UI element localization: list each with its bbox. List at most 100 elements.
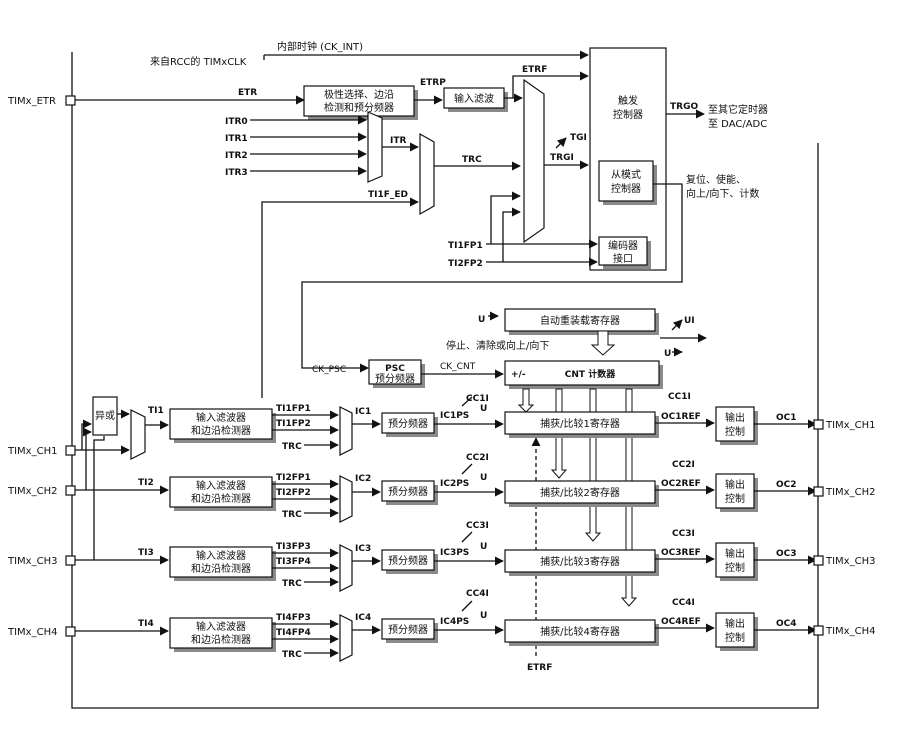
- auto-reload-register: [504, 308, 656, 332]
- ch4-out-label: TIMx_CH4: [825, 626, 875, 637]
- ch2-output-control: [715, 473, 755, 509]
- cc4i-out-label: CC4I: [672, 598, 695, 608]
- slave-line2: 控制器: [611, 182, 641, 195]
- ti1fp2-label: TI1FP2: [276, 419, 311, 429]
- channel-2: TIMx_CH2 TI2 输入滤波器 和边沿检测器 TI2FP1 TI2FP2 …: [7, 453, 875, 523]
- ch3-out-pin[interactable]: [813, 555, 824, 566]
- u4-label: U: [480, 611, 487, 621]
- stop-clear-label: 停止、清除或向上/向下: [446, 339, 549, 352]
- ti2-label: TI2: [138, 478, 154, 488]
- cc2i-label: CC2I: [466, 453, 489, 463]
- ic4ps-label: IC4PS: [440, 617, 469, 627]
- ch3-out-line1: 输出: [725, 547, 745, 560]
- ic4-label: IC4: [355, 613, 371, 623]
- encoder-line1: 编码器: [608, 239, 638, 252]
- ch4-in-pin[interactable]: [65, 626, 76, 637]
- ch2-out-line1: 输出: [725, 478, 745, 491]
- ch3-prescaler-label: 预分频器: [388, 554, 428, 567]
- psc-sub-label: 预分频器: [375, 372, 415, 385]
- ccr4-label: 捕获/比较4寄存器: [540, 625, 620, 638]
- tgi-label: TGI: [570, 133, 587, 143]
- cc1i-label: CC1I: [466, 394, 489, 404]
- ic3-label: IC3: [355, 544, 371, 554]
- cc3i-out-label: CC3I: [672, 529, 695, 539]
- trgo-label: TRGO: [670, 102, 698, 112]
- clock-section: 内部时钟 (CK_INT) 来自RCC的 TIMxCLK: [150, 40, 589, 68]
- channel-1: TIMx_CH1 输入滤波器 和边沿检测器 TI1FP1 TI1FP2 TRC …: [7, 392, 875, 457]
- ti2fp1-label: TI2FP1: [276, 473, 311, 483]
- itr-label: ITR: [390, 136, 406, 146]
- ccr2-register: [504, 480, 656, 504]
- ic2-label: IC2: [355, 474, 371, 484]
- ch3-out-line2: 控制: [725, 561, 745, 574]
- ch2-filter-line1: 输入滤波器: [196, 479, 246, 492]
- etr-pin[interactable]: [65, 95, 76, 106]
- ccr4-register: [504, 619, 656, 643]
- itr-mux-section: ITR0 ITR1 ITR2 ITR3 ITR TI1F_ED TRC: [225, 111, 521, 398]
- ic2ps-label: IC2PS: [440, 479, 469, 489]
- trc-label: TRC: [462, 155, 482, 165]
- trigger-controller: 触发 控制器 从模式 控制器 编码器 接口 TI1FP1 TI2FP2 TRGO…: [301, 47, 768, 373]
- ti1-mux: [130, 409, 146, 460]
- slave-mode-controller: [598, 160, 654, 202]
- etr-label: ETR: [238, 88, 257, 98]
- etrf-bottom-label: ETRF: [527, 663, 552, 673]
- ch4-prescaler: [381, 618, 435, 640]
- itr-mux: [367, 111, 383, 183]
- ccr3-label: 捕获/比较3寄存器: [540, 555, 620, 568]
- ch3-input-filter: [169, 546, 273, 578]
- ch1-out-line2: 控制: [725, 425, 745, 438]
- ti4-label: TI4: [138, 619, 154, 629]
- etr-pin-label: TIMx_ETR: [7, 96, 56, 107]
- ti3fp4-label: TI3FP4: [276, 557, 311, 567]
- ch1-filter-line2: 和边沿检测器: [191, 424, 251, 437]
- trgo-dest1: 至其它定时器: [708, 103, 768, 116]
- ch2-trc-label: TRC: [282, 510, 302, 520]
- ch4-out-pin[interactable]: [813, 625, 824, 636]
- ccr2-label: 捕获/比较2寄存器: [540, 486, 620, 499]
- itr1-label: ITR1: [225, 134, 248, 144]
- trgi-mux: [523, 78, 545, 244]
- cnt-label: CNT 计数器: [565, 368, 616, 380]
- ch3-filter-line2: 和边沿检测器: [191, 562, 251, 575]
- itr0-label: ITR0: [225, 117, 248, 127]
- u2-label: U: [480, 473, 487, 483]
- trgo-dest2: 至 DAC/ADC: [708, 118, 767, 130]
- ch2-out-pin[interactable]: [813, 486, 824, 497]
- ch4-ic-mux: [339, 614, 353, 662]
- ch3-prescaler: [381, 549, 435, 571]
- reload-to-cnt-arrow: [590, 330, 616, 356]
- ch1-prescaler: [381, 412, 435, 434]
- ti2fp2-label: TI2FP2: [448, 259, 483, 269]
- polarity-select-block: [303, 85, 415, 117]
- oc3-label: OC3: [776, 549, 797, 559]
- ch4-out-line1: 输出: [725, 617, 745, 630]
- ch2-out-label: TIMx_CH2: [825, 487, 875, 498]
- ch1-in-pin[interactable]: [65, 445, 76, 456]
- ch1-in-label: TIMx_CH1: [7, 446, 57, 457]
- channel-3: TIMx_CH3 TI3 输入滤波器 和边沿检测器 TI3FP3 TI3FP4 …: [7, 521, 875, 592]
- ch2-out-line2: 控制: [725, 492, 745, 505]
- ch4-prescaler-label: 预分频器: [388, 623, 428, 636]
- ti2fp2-ch-label: TI2FP2: [276, 488, 311, 498]
- etrp-label: ETRP: [420, 78, 446, 88]
- u-reload-label: U: [478, 315, 485, 325]
- ch1-ic-mux: [339, 406, 353, 456]
- ch1-filter-line1: 输入滤波器: [196, 411, 246, 424]
- ic1ps-label: IC1PS: [440, 411, 469, 421]
- reset-note1: 复位、使能、: [686, 173, 746, 186]
- etr-path: TIMx_ETR ETR 极性选择、边沿 检测和预分频器 ETRP 输入滤波 E…: [7, 65, 589, 120]
- slave-line1: 从模式: [611, 168, 641, 181]
- ch1-trc-label: TRC: [282, 442, 302, 452]
- trgi-label: TRGI: [550, 153, 574, 163]
- ch1-out-pin[interactable]: [813, 419, 824, 430]
- rcc-label: 来自RCC的 TIMxCLK: [150, 55, 247, 68]
- ch3-in-pin[interactable]: [65, 555, 76, 566]
- reset-note2: 向上/向下、计数: [686, 187, 759, 200]
- u1-label: U: [480, 404, 487, 414]
- trigger-mux-section: TRGI TGI: [490, 78, 589, 262]
- polarity-line2: 检测和预分频器: [324, 101, 394, 114]
- ch2-in-pin[interactable]: [65, 485, 76, 496]
- input-filter-label: 输入滤波: [454, 92, 494, 105]
- ch1-output-control: [715, 406, 755, 442]
